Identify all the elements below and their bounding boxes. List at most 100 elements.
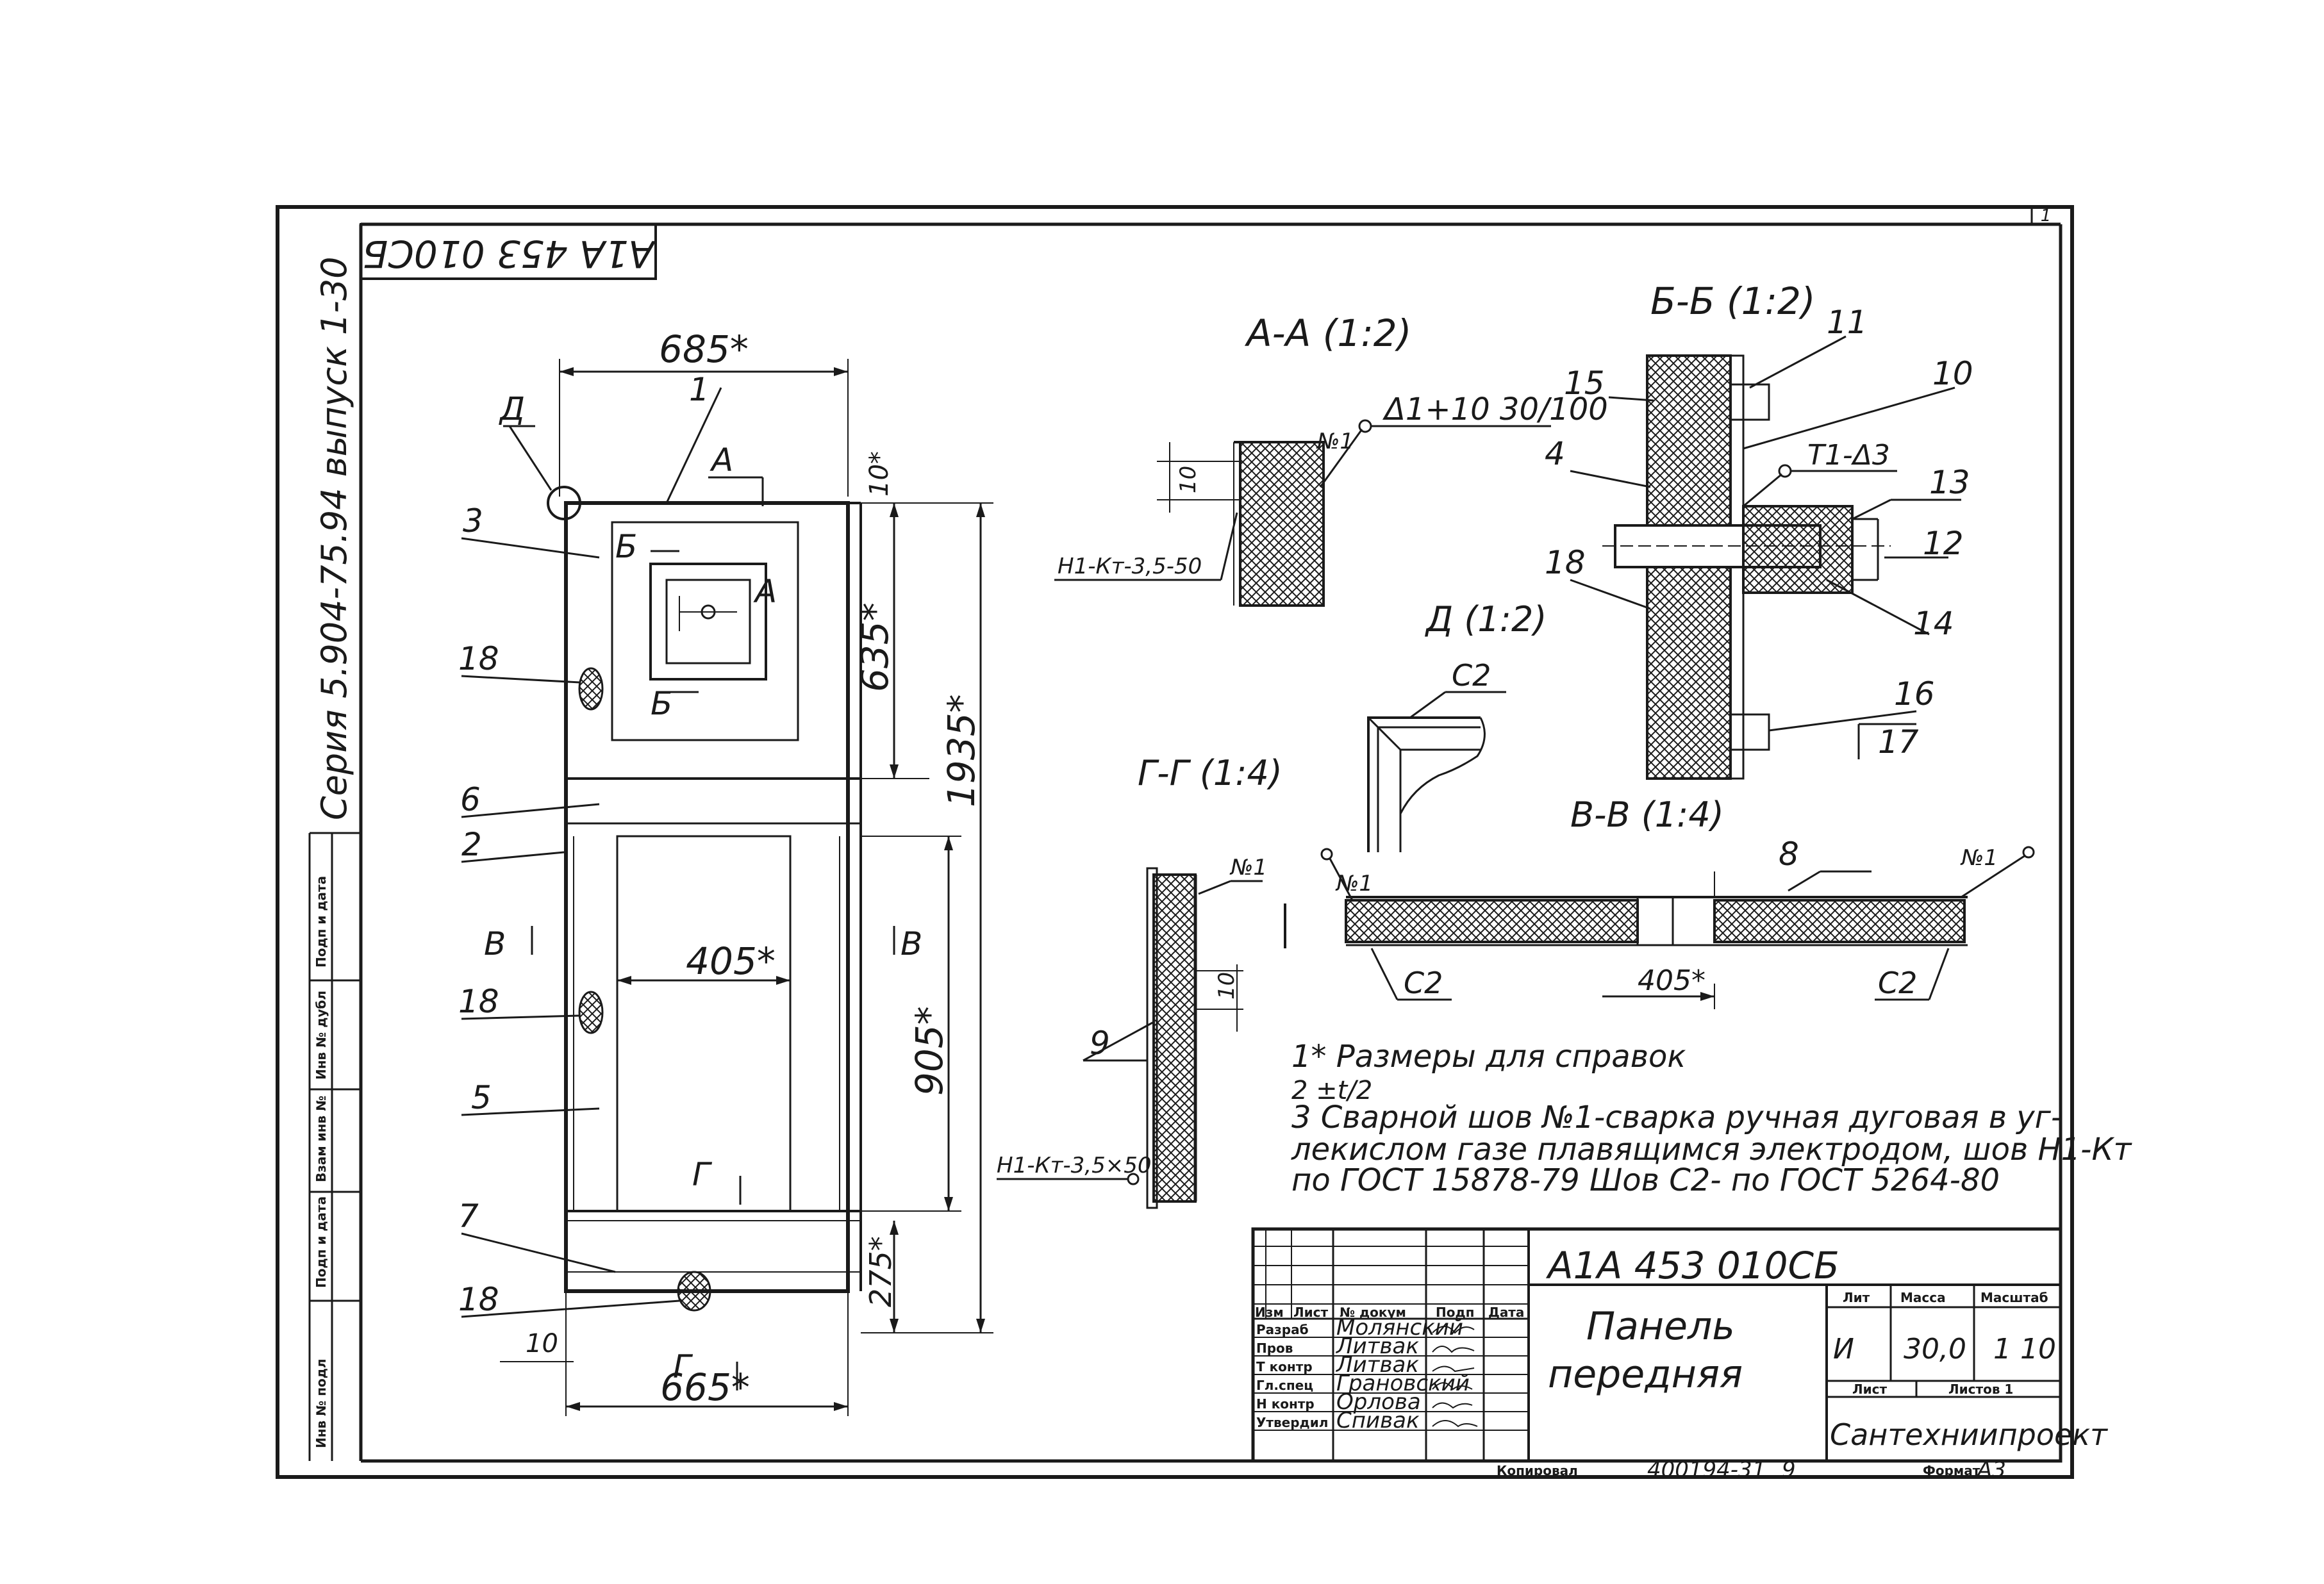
section-mark-g-bottom: Г <box>673 1348 693 1385</box>
callout-8: 8 <box>1779 836 1799 873</box>
scale-header: Масштаб <box>1980 1290 2048 1305</box>
section-vv-mark-right: №1 <box>1960 845 1998 871</box>
callout-4: 4 <box>1545 435 1565 472</box>
role-nkontr: Н контр <box>1256 1396 1315 1412</box>
callout-6: 6 <box>460 781 481 818</box>
scale-value: 1 10 <box>1993 1333 2056 1365</box>
copy-page: 9 <box>1782 1457 1796 1483</box>
stamp-podp-data-2: Подп и дата <box>313 876 329 968</box>
series-stamp: Серия 5.904-75.94 выпуск 1-30 <box>314 256 354 820</box>
section-gg-title: Г-Г (1:4) <box>1138 753 1282 793</box>
format-value: А3 <box>1976 1457 2006 1483</box>
name-razrab: Молянский <box>1336 1315 1463 1341</box>
view-d-weld: С2 <box>1452 658 1491 693</box>
sheet-label: Лист <box>1852 1382 1887 1397</box>
dim-inner-width: 405* <box>686 939 776 983</box>
callout-15: 15 <box>1564 365 1605 402</box>
name-prov: Литвак <box>1335 1333 1419 1359</box>
callout-13: 13 <box>1929 464 1970 501</box>
main-view: 685* 10* 635* 905* 275* 1935* 405* 665* … <box>458 327 993 1416</box>
callout-2: 2 <box>461 826 482 863</box>
section-aa-weld: Δ1+10 30/100 <box>1382 392 1608 427</box>
mass-value: 30,0 <box>1904 1333 1966 1365</box>
bolt-hole-18-mid <box>578 991 604 1034</box>
section-b-b: Б-Б (1:2) 11 10 15 4 13 12 18 14 16 17 <box>1545 279 1973 780</box>
section-aa-weld-note: Н1-Кт-3,5-50 <box>1058 554 1202 579</box>
title-name-line2: передняя <box>1548 1352 1743 1397</box>
section-vv-weld-right: С2 <box>1878 966 1917 1000</box>
title-name-line1: Панель <box>1586 1304 1735 1349</box>
section-bb-title: Б-Б (1:2) <box>1650 279 1816 323</box>
dim-10-bottom: 10 <box>526 1329 558 1358</box>
technical-notes: 1* Размеры для справок 2 ±t/2 3 Сварной … <box>1291 1039 2133 1198</box>
callout-12: 12 <box>1923 525 1964 562</box>
section-gg-weld-note: Н1-Кт-3,5×50 <box>997 1153 1152 1178</box>
note-3-line2: лекислом газе плавящимся электродом, шов… <box>1291 1132 2133 1167</box>
callout-detail-d: Д <box>499 390 525 427</box>
section-mark-b-bottom: Б <box>651 685 672 722</box>
name-nkontr: Орлова <box>1336 1389 1421 1415</box>
copy-number: 400194-31 <box>1647 1457 1766 1483</box>
dim-10-top: 10* <box>865 451 894 497</box>
title-block-code: А1А 453 010СБ <box>1545 1244 1839 1287</box>
dim-height-mid: 905* <box>908 1006 951 1096</box>
col-date: Дата <box>1488 1305 1524 1320</box>
section-bb-weld: Т1-Δ3 <box>1807 439 1890 472</box>
section-mark-a-right: А <box>753 573 777 610</box>
callout-1: 1 <box>689 371 710 408</box>
role-razrab: Разраб <box>1256 1322 1309 1337</box>
dim-width-top: 685* <box>659 327 749 371</box>
bolt-hole-18-top <box>578 667 604 711</box>
callout-18-bottom: 18 <box>458 1281 499 1318</box>
callout-14: 14 <box>1913 605 1954 642</box>
callout-16: 16 <box>1894 675 1935 713</box>
section-gg-dim: 10 <box>1214 972 1240 1000</box>
col-sign: Подп <box>1436 1305 1474 1320</box>
col-list: Лист <box>1293 1305 1328 1320</box>
copy-label: Копировал <box>1497 1463 1578 1478</box>
callout-9: 9 <box>1090 1025 1110 1062</box>
section-v-v: В-В (1:4) 405* 8 №1 №1 С2 С2 <box>1284 795 2035 1009</box>
stamp-podp-data-1: Подп и дата <box>313 1196 329 1288</box>
signatures <box>1432 1326 1478 1428</box>
stamp-inv-podl: Инв № подл <box>313 1358 329 1448</box>
role-utverdil: Утвердил <box>1256 1415 1328 1430</box>
callout-5: 5 <box>471 1079 492 1116</box>
callout-18-mid: 18 <box>458 983 499 1020</box>
section-mark-g-top: Г <box>692 1156 713 1193</box>
callout-10: 10 <box>1932 355 1973 392</box>
dim-height-total: 1935* <box>940 694 983 807</box>
note-3-line3: по ГОСТ 15878-79 Шов С2- по ГОСТ 5264-80 <box>1291 1162 2000 1198</box>
note-1: 1* Размеры для справок <box>1291 1039 1686 1075</box>
drawing-code-box: А1А 453 010СБ <box>360 223 657 280</box>
callout-17: 17 <box>1878 723 1919 761</box>
note-2: 2 ±t/2 <box>1291 1076 1372 1105</box>
dim-width-bottom: 665* <box>660 1365 750 1409</box>
section-gg-weld-mark: №1 <box>1229 855 1267 880</box>
section-vv-dim: 405* <box>1638 964 1706 997</box>
section-vv-mark-left: №1 <box>1335 871 1373 896</box>
dim-height-top: 635* <box>853 602 897 692</box>
section-g-g: Г-Г (1:4) №1 10 9 Н1-Кт-3,5×50 <box>997 753 1282 1209</box>
lit-value: И <box>1833 1333 1854 1365</box>
section-mark-v-left: В <box>484 925 506 962</box>
view-d: Д (1:2) С2 <box>1367 599 1547 852</box>
bottom-strip: Копировал 400194-31 9 Формат А3 <box>1497 1457 2006 1483</box>
role-glspec: Гл.спец <box>1256 1378 1313 1393</box>
section-vv-title: В-В (1:4) <box>1570 795 1724 835</box>
mass-header: Масса <box>1900 1290 1946 1305</box>
title-block: Изм Лист № докум Подп Дата Разраб Молянс… <box>1251 1227 2108 1463</box>
sheets-label: Листов 1 <box>1948 1382 2013 1397</box>
section-a-a: А-А (1:2) 10 Δ1+10 30/100 №1 Н1-Кт-3,5-5… <box>1054 311 1608 607</box>
section-aa-dim: 10 <box>1175 466 1201 493</box>
section-mark-b-top: Б <box>615 528 637 565</box>
stamp-inv-dubl: Инв № дубл <box>313 991 329 1080</box>
name-utverdil: Спивак <box>1336 1408 1420 1433</box>
view-d-title: Д (1:2) <box>1425 599 1547 639</box>
section-vv-weld-left: С2 <box>1404 966 1443 1000</box>
callout-11: 11 <box>1827 304 1868 341</box>
role-tkontr: Т контр <box>1256 1359 1313 1374</box>
bolt-hole-18-bottom <box>677 1271 711 1312</box>
sheet-number: 1 <box>2041 206 2052 226</box>
